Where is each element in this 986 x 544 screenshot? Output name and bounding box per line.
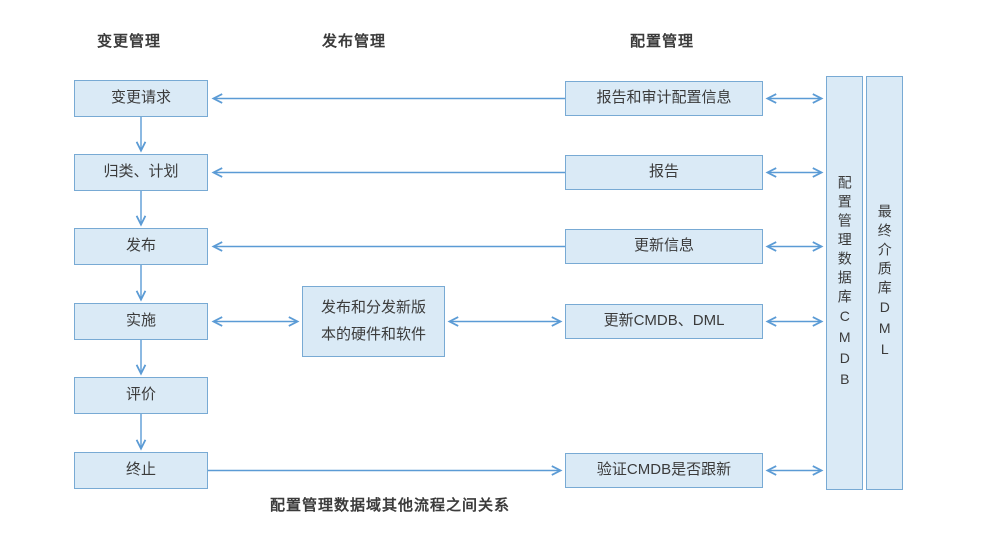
box-release-distribute: 发布和分发新版本的硬件和软件 (302, 286, 445, 357)
box-verify-cmdb: 验证CMDB是否跟新 (565, 453, 763, 488)
box-classify-plan: 归类、计划 (74, 154, 208, 191)
box-release: 发布 (74, 228, 208, 265)
box-terminate: 终止 (74, 452, 208, 489)
box-report-audit-config: 报告和审计配置信息 (565, 81, 763, 116)
box-report: 报告 (565, 155, 763, 190)
diagram-caption: 配置管理数据域其他流程之间关系 (269, 497, 510, 514)
header-release-mgmt: 发布管理 (322, 33, 387, 50)
box-implement: 实施 (74, 303, 208, 340)
box-update-info: 更新信息 (565, 229, 763, 264)
box-change-request: 变更请求 (74, 80, 208, 117)
dml-store-label: 最终介质库DML (876, 204, 893, 362)
box-evaluate: 评价 (74, 377, 208, 414)
box-update-cmdb-dml: 更新CMDB、DML (565, 304, 763, 339)
header-change-mgmt: 变更管理 (97, 33, 162, 50)
box-dml-store: 最终介质库DML (866, 76, 903, 490)
box-cmdb-store: 配置管理数据库CMDB (826, 76, 863, 490)
cmdb-store-label: 配置管理数据库CMDB (836, 174, 853, 392)
header-config-mgmt: 配置管理 (630, 33, 695, 50)
